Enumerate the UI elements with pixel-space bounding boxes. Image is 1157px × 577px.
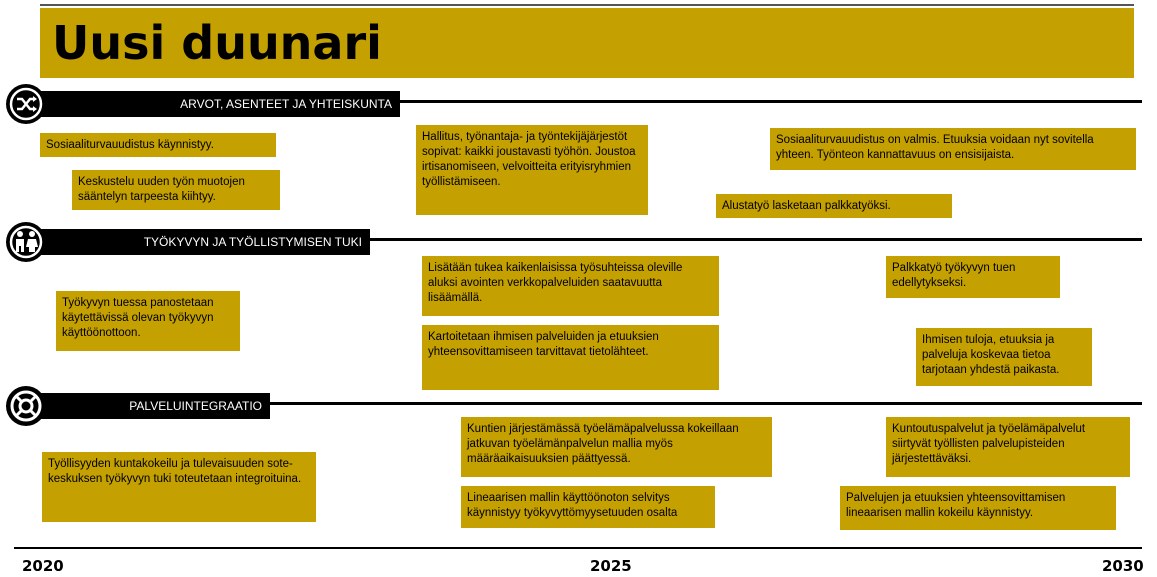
section-divider-service-integration bbox=[260, 402, 1142, 405]
milestone-box: Lineaarisen mallin käyttöönoton selvitys… bbox=[461, 486, 715, 528]
milestone-box: Työkyvyn tuessa panostetaan käytettäviss… bbox=[56, 291, 240, 351]
year-label-2020: 2020 bbox=[22, 557, 64, 575]
section-divider-work-ability bbox=[340, 238, 1142, 241]
milestone-box: Lisätään tukea kaikenlaisissa työsuhteis… bbox=[422, 256, 719, 316]
title-banner: Uusi duunari bbox=[40, 8, 1134, 78]
milestone-box: Työllisyyden kuntakokeilu ja tulevaisuud… bbox=[42, 452, 316, 522]
section-label-values: ARVOT, ASENTEET JA YHTEISKUNTA bbox=[20, 91, 400, 117]
year-label-2030: 2030 bbox=[1102, 557, 1144, 575]
milestone-box: Palkkatyö työkyvyn tuen edellytykseksi. bbox=[886, 256, 1060, 298]
milestone-box: Hallitus, työnantaja- ja työntekijäjärje… bbox=[416, 125, 648, 215]
milestone-box: Palvelujen ja etuuksien yhteensovittamis… bbox=[840, 486, 1116, 530]
milestone-box: Sosiaaliturvauudistus käynnistyy. bbox=[40, 133, 276, 157]
top-rule bbox=[40, 4, 1134, 6]
shuffle-icon bbox=[6, 84, 46, 124]
page-title: Uusi duunari bbox=[52, 16, 382, 70]
milestone-box: Keskustelu uuden työn muotojen sääntelyn… bbox=[72, 170, 280, 210]
milestone-box: Alustatyö lasketaan palkkatyöksi. bbox=[716, 194, 952, 218]
milestone-box: Kuntien järjestämässä työelämäpalvelussa… bbox=[461, 417, 772, 477]
timeline-axis bbox=[14, 547, 1142, 549]
section-label-service-integration: PALVELUINTEGRAATIO bbox=[20, 393, 270, 419]
section-label-work-ability: TYÖKYVYN JA TYÖLLISTYMISEN TUKI bbox=[20, 229, 370, 255]
people-icon bbox=[6, 222, 46, 262]
milestone-box: Kuntoutuspalvelut ja työelämäpalvelut si… bbox=[886, 417, 1130, 477]
year-label-2025: 2025 bbox=[590, 557, 632, 575]
lifebuoy-icon bbox=[6, 386, 46, 426]
milestone-box: Sosiaaliturvauudistus on valmis. Etuuksi… bbox=[770, 128, 1136, 170]
milestone-box: Kartoitetaan ihmisen palveluiden ja etuu… bbox=[422, 325, 719, 390]
section-divider-values bbox=[340, 100, 1142, 103]
milestone-box: Ihmisen tuloja, etuuksia ja palveluja ko… bbox=[916, 328, 1092, 386]
